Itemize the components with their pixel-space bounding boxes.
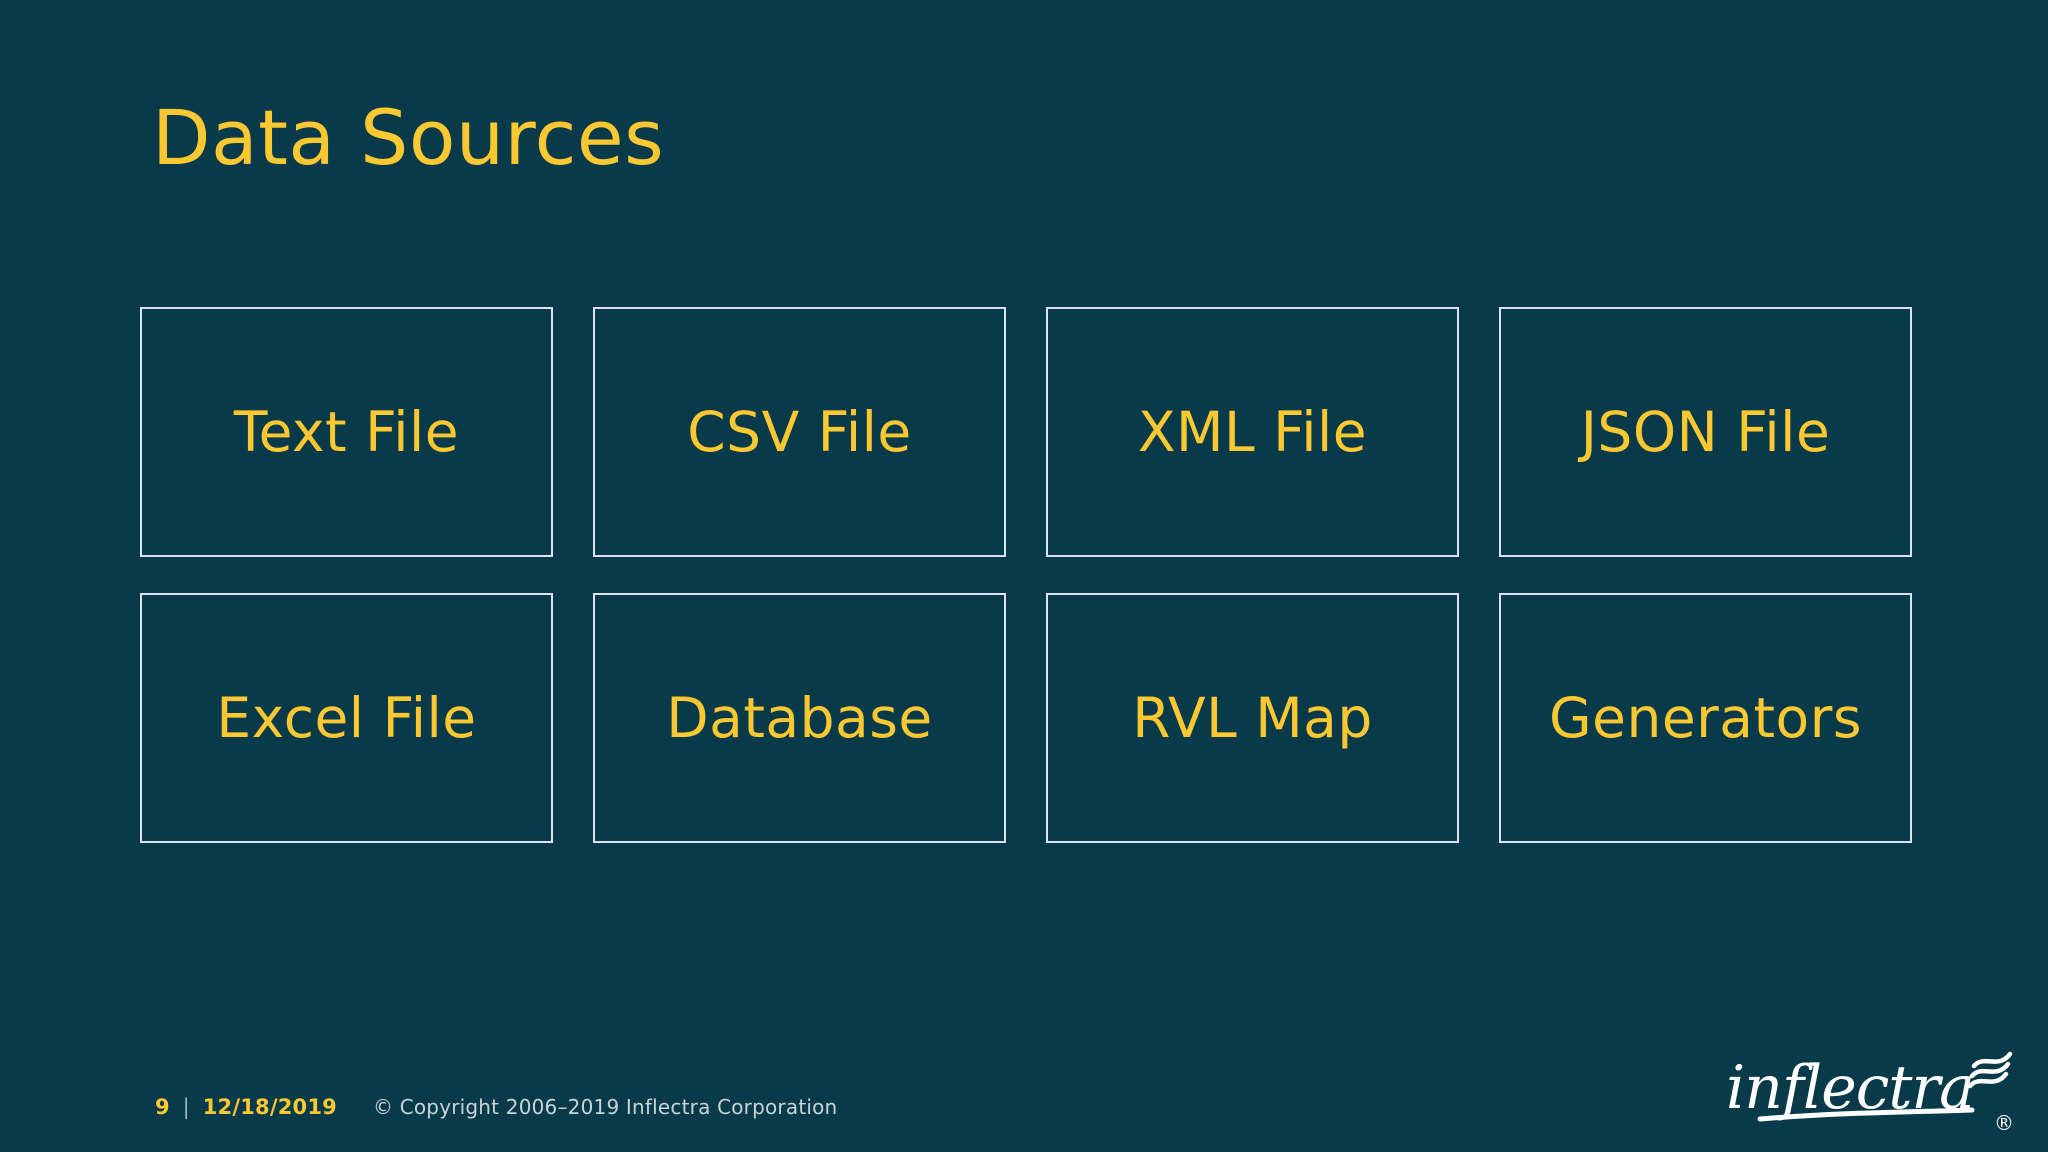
card-label: Database <box>666 686 933 750</box>
data-sources-grid: Text File CSV File XML File JSON File Ex… <box>140 307 1912 843</box>
footer-date: 12/18/2019 <box>202 1095 337 1119</box>
card-label: Text File <box>233 400 460 464</box>
card-json-file[interactable]: JSON File <box>1499 307 1912 557</box>
footer-separator: | <box>182 1095 190 1119</box>
card-label: Excel File <box>216 686 477 750</box>
page-title: Data Sources <box>152 93 665 182</box>
card-excel-file[interactable]: Excel File <box>140 593 553 843</box>
inflectra-logo: inflectra ® <box>1722 1040 2022 1136</box>
card-database[interactable]: Database <box>593 593 1006 843</box>
card-label: CSV File <box>687 400 912 464</box>
inflectra-wave-icon <box>1967 1051 2013 1089</box>
card-label: JSON File <box>1580 400 1831 464</box>
card-label: RVL Map <box>1132 686 1373 750</box>
card-generators[interactable]: Generators <box>1499 593 1912 843</box>
card-label: XML File <box>1137 400 1368 464</box>
card-label: Generators <box>1549 686 1862 750</box>
card-text-file[interactable]: Text File <box>140 307 553 557</box>
footer-copyright: © Copyright 2006–2019 Inflectra Corporat… <box>372 1095 838 1119</box>
card-rvl-map[interactable]: RVL Map <box>1046 593 1459 843</box>
footer-page-number: 9 <box>155 1095 170 1119</box>
card-csv-file[interactable]: CSV File <box>593 307 1006 557</box>
slide-footer: 9 | 12/18/2019 © Copyright 2006–2019 Inf… <box>155 1062 837 1152</box>
registered-mark: ® <box>1994 1111 2014 1135</box>
card-xml-file[interactable]: XML File <box>1046 307 1459 557</box>
